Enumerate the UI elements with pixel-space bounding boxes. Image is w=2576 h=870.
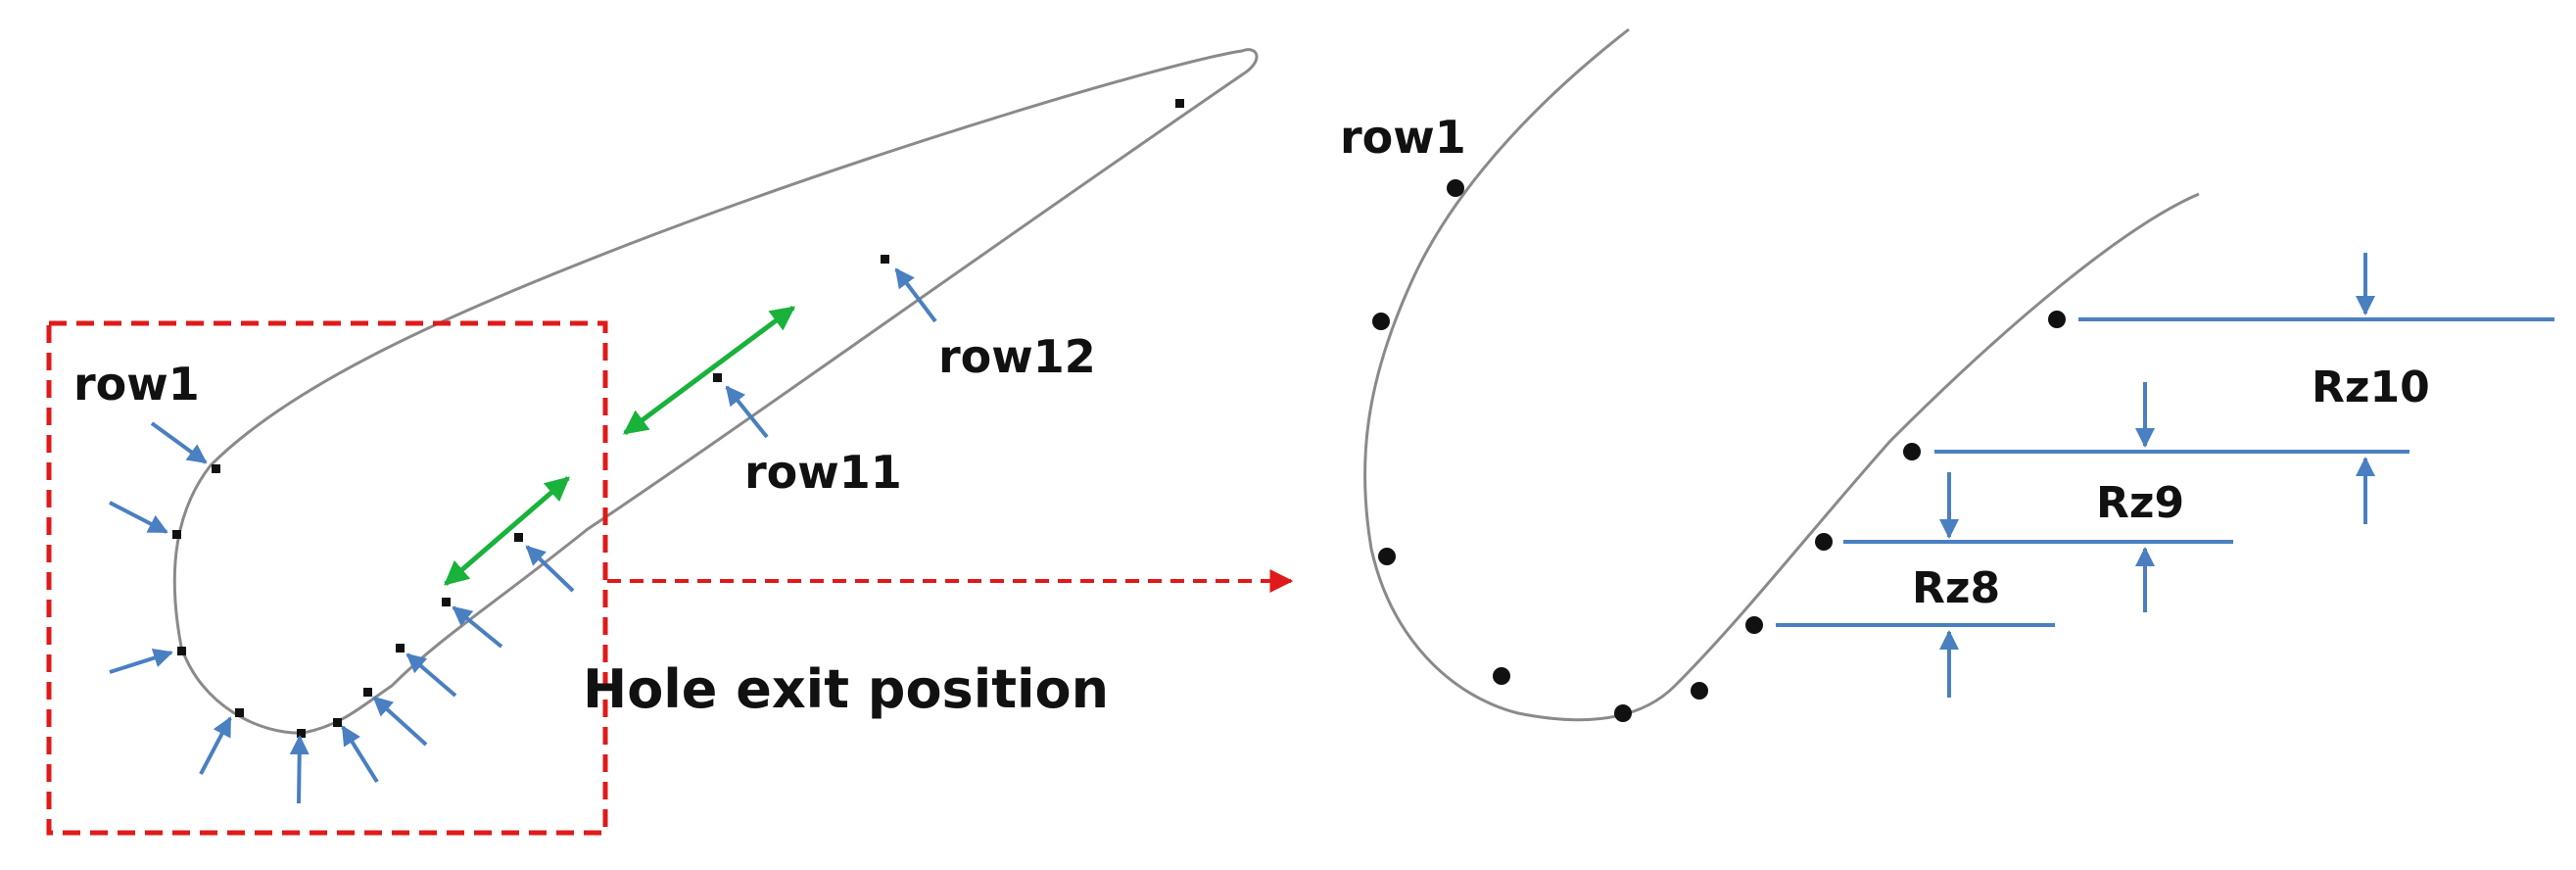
row1-label-left: row1: [73, 358, 200, 411]
hole-point: [212, 464, 220, 473]
hole-point: [396, 644, 405, 652]
rz8-label: Rz8: [1912, 563, 2000, 613]
arrow: [372, 696, 428, 747]
arrow: [405, 652, 457, 698]
airfoil-profile: [172, 48, 1259, 735]
hole-point: [235, 708, 244, 717]
arrow: [109, 501, 168, 534]
arrow: [525, 545, 575, 593]
hole-point: [172, 530, 181, 539]
zoomed-profile: [1363, 27, 2200, 722]
double-arrow: [444, 476, 570, 586]
hole-point: [1378, 548, 1396, 565]
hole-point: [363, 688, 372, 697]
arrow: [289, 735, 310, 804]
hole-point: [1447, 179, 1464, 197]
rz9-label: Rz9: [2096, 478, 2184, 528]
hole-point: [514, 533, 523, 542]
double-arrow: [622, 305, 796, 436]
hole-point: [1614, 704, 1632, 722]
hole-point: [2048, 311, 2066, 328]
arrow: [452, 605, 503, 649]
airfoil-outline: [172, 48, 1259, 735]
rz10-label: Rz10: [2312, 362, 2430, 412]
hole-point: [1903, 443, 1921, 460]
row1-label-right: row1: [1340, 111, 1466, 164]
zoom-box: [46, 320, 608, 836]
hole-point: [442, 598, 451, 606]
hole-point: [1691, 682, 1708, 700]
arrow: [341, 725, 379, 784]
hole-point: [713, 373, 722, 382]
hole-point: [1493, 667, 1510, 685]
hole-point: [1745, 616, 1763, 634]
hole-point: [177, 647, 186, 655]
hole-point: [1372, 313, 1390, 330]
hole-point: [297, 729, 306, 738]
rz-dimensions: [1776, 253, 2554, 698]
hole-points-right: [1372, 179, 2066, 722]
spacing-arrows: [444, 305, 796, 586]
hole-point: [1175, 99, 1184, 108]
arrow: [109, 648, 173, 674]
hole-point: [1815, 533, 1833, 551]
arrow: [150, 421, 208, 464]
hole-point: [881, 255, 889, 264]
row11-label: row11: [744, 446, 902, 499]
arrow: [894, 267, 937, 323]
hole-exit-caption: Hole exit position: [583, 658, 1109, 720]
row12-label: row12: [938, 330, 1096, 383]
hole-point: [333, 718, 342, 727]
hole-points-left: [172, 99, 1184, 738]
arrow: [199, 716, 232, 775]
